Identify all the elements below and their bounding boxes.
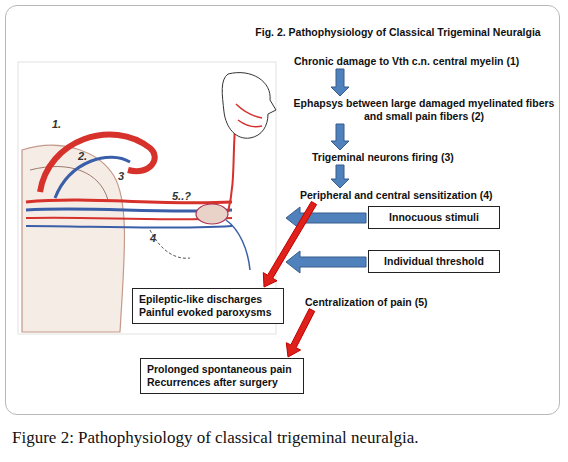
face-pain-line xyxy=(238,120,262,127)
node-text: Trigeminal neurons firing (3) xyxy=(312,151,502,164)
leader-line xyxy=(150,230,190,258)
callout-number: 1. xyxy=(52,118,61,130)
process-box: Innocuous stimuli xyxy=(368,206,500,229)
face-pain-line xyxy=(236,104,262,118)
node-text: Innocuous stimuli xyxy=(375,211,493,224)
node-text: Prolonged spontaneous pain Recurrences a… xyxy=(147,363,297,389)
flow-arrow xyxy=(331,69,349,96)
node-text: Peripheral and central sensitization (4) xyxy=(300,189,550,202)
nerve-branch xyxy=(226,220,250,270)
node-text: Chronic damage to Vth c.n. central myeli… xyxy=(294,55,556,68)
vein-line xyxy=(55,157,130,198)
flow-step: Centralization of pain (5) xyxy=(305,296,485,309)
flow-arrow xyxy=(286,309,314,357)
trigeminal-ganglion xyxy=(196,204,228,224)
vessel-loop xyxy=(40,134,155,192)
input-arrow xyxy=(286,251,366,273)
callout-number: 5..? xyxy=(172,190,191,202)
illustration-panel xyxy=(18,62,276,334)
callout-number: 3 xyxy=(118,170,124,182)
artery-line xyxy=(26,200,232,203)
flow-step: Ephapsys between large damaged myelinate… xyxy=(292,97,556,123)
flow-step: Chronic damage to Vth c.n. central myeli… xyxy=(294,55,556,68)
node-text: Centralization of pain (5) xyxy=(305,296,485,309)
flow-arrow xyxy=(331,165,349,188)
flow-step: Trigeminal neurons firing (3) xyxy=(312,151,502,164)
flow-arrow xyxy=(331,124,349,150)
node-text: Ephapsys between large damaged myelinate… xyxy=(292,97,556,123)
flow-step: Peripheral and central sensitization (4) xyxy=(300,189,550,202)
node-text: Epileptic-like discharges Painful evoked… xyxy=(139,293,277,319)
process-box: Individual threshold xyxy=(368,250,500,273)
process-box: Prolonged spontaneous pain Recurrences a… xyxy=(140,358,304,394)
process-box: Epileptic-like discharges Painful evoked… xyxy=(132,288,284,324)
nerve-line xyxy=(26,226,232,228)
callout-number: 4 xyxy=(150,232,156,244)
flow-arrow xyxy=(263,202,316,288)
face-outline xyxy=(222,73,276,139)
callout-number: 2. xyxy=(78,150,87,162)
node-text: Individual threshold xyxy=(375,255,493,268)
figure-title: Fig. 2. Pathophysiology of Classical Tri… xyxy=(248,26,548,38)
figure-caption: Figure 2: Pathophysiology of classical t… xyxy=(12,428,562,448)
